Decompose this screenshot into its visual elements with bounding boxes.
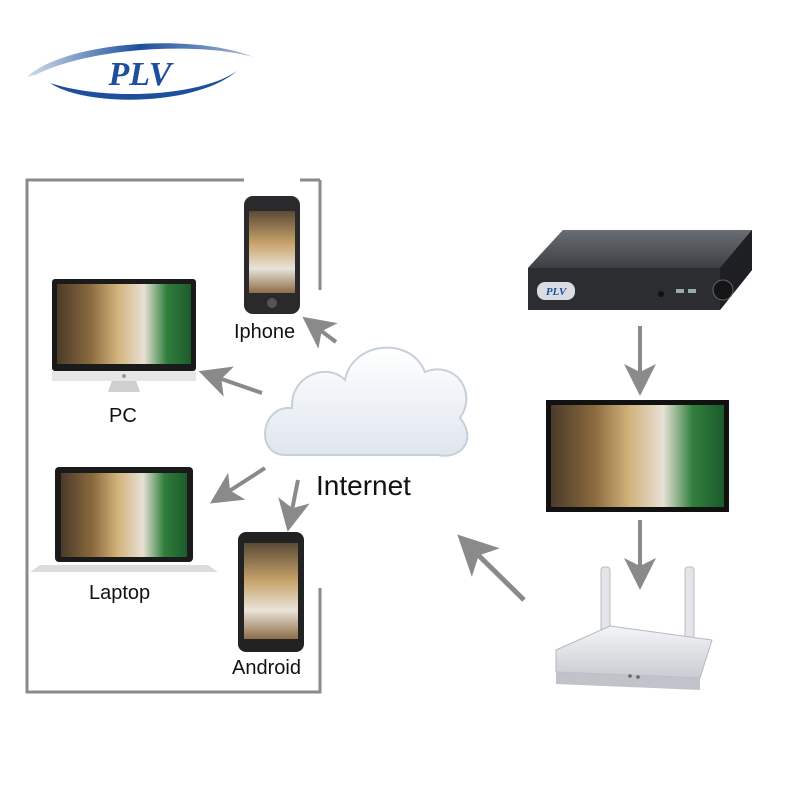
dvr-recorder-icon: PLV [528,230,752,310]
dvr-badge: PLV [546,286,568,298]
monitor-display-icon [546,400,729,512]
pc-label: PC [109,405,137,427]
pc-monitor-icon [52,279,196,392]
arrow-icon [302,316,338,349]
plv-logo: PLV [27,43,253,100]
arrow-icon [198,366,263,397]
laptop-label: Laptop [89,582,151,604]
iphone-label: Iphone [234,321,296,343]
arrow-icon [457,534,526,602]
android-phone-icon [238,532,304,652]
logo-text: PLV [108,56,174,93]
arrow-icon [278,479,310,532]
arrow-icon [209,466,267,504]
iphone-icon [244,196,300,314]
client-frame [25,178,322,694]
laptop-icon [30,467,218,572]
android-label: Android [232,657,301,679]
internet-label: Internet [316,470,411,501]
cloud-icon [264,346,469,457]
wifi-router-icon [555,566,713,690]
